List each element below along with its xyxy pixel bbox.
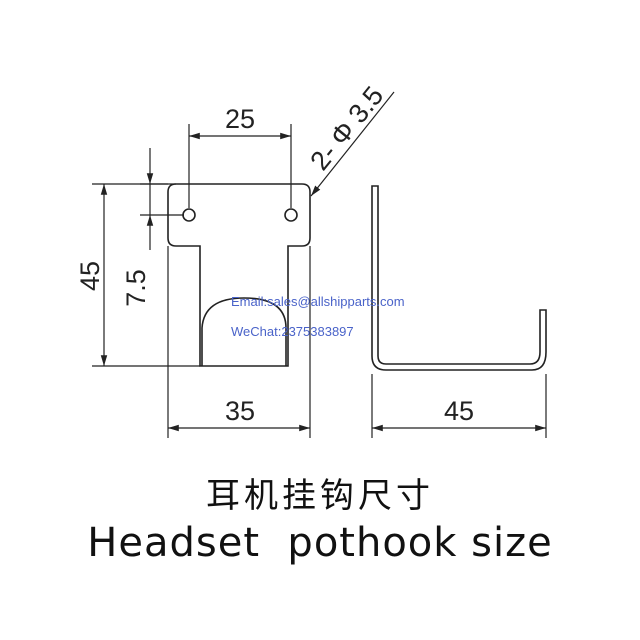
dim-hole-spacing-label: 25 — [225, 104, 255, 134]
dimension-hole-spec: 2- Φ 3.5 — [304, 81, 395, 197]
mounting-hole-left — [182, 208, 196, 222]
dim-width-label: 35 — [225, 396, 255, 426]
dimension-depth: 45 — [371, 374, 547, 438]
dimension-width: 35 — [167, 246, 311, 438]
dim-height-label: 45 — [75, 261, 105, 291]
dim-depth-label: 45 — [444, 396, 474, 426]
caption-english: Headset pothook size — [87, 520, 553, 566]
watermark-email: Email:sales@allshipparts.com — [231, 294, 405, 309]
caption-chinese: 耳机挂钩尺寸 — [206, 476, 434, 516]
dimension-hole-spacing: 25 — [188, 104, 292, 208]
watermark-wechat: WeChat:2375383897 — [231, 324, 354, 339]
mounting-hole-right — [284, 208, 298, 222]
dim-hole-spec-label: 2- Φ 3.5 — [304, 81, 389, 176]
side-view-hook — [371, 185, 547, 371]
dim-hole-offset-label: 7.5 — [121, 269, 151, 307]
dimension-hole-offset: 7.5 — [121, 148, 184, 307]
